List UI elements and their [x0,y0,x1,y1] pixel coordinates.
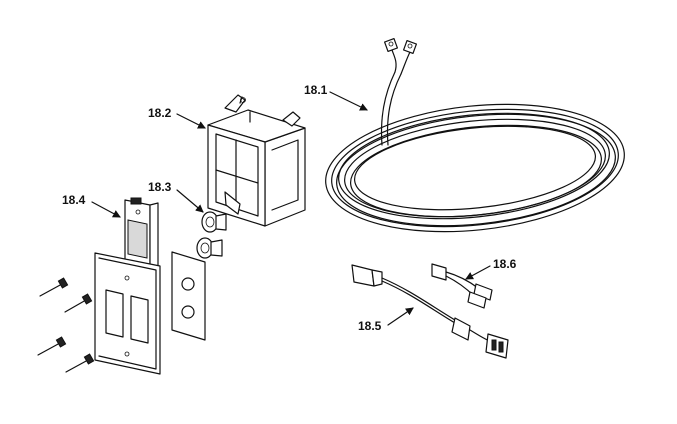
callout-18-1: 18.1 [304,83,368,111]
callout-18-2: 18.2 [148,106,206,129]
label-18-5: 18.5 [358,319,382,333]
wire-harness [351,264,509,359]
push-buttons [196,211,227,259]
label-18-2: 18.2 [148,106,172,120]
label-18-1: 18.1 [304,83,328,97]
button-cover-plate [171,251,206,341]
mounting-screws [37,277,95,373]
wall-plate [94,252,161,375]
small-connector [431,263,493,309]
callout-18-3: 18.3 [148,180,204,213]
callout-18-6: 18.6 [465,257,517,280]
callout-18-5: 18.5 [358,307,414,333]
label-18-3: 18.3 [148,180,172,194]
callout-18-4: 18.4 [62,193,121,218]
coiled-cable [325,37,625,233]
electrical-box [207,94,306,227]
label-18-4: 18.4 [62,193,86,207]
label-18-6: 18.6 [493,257,517,271]
